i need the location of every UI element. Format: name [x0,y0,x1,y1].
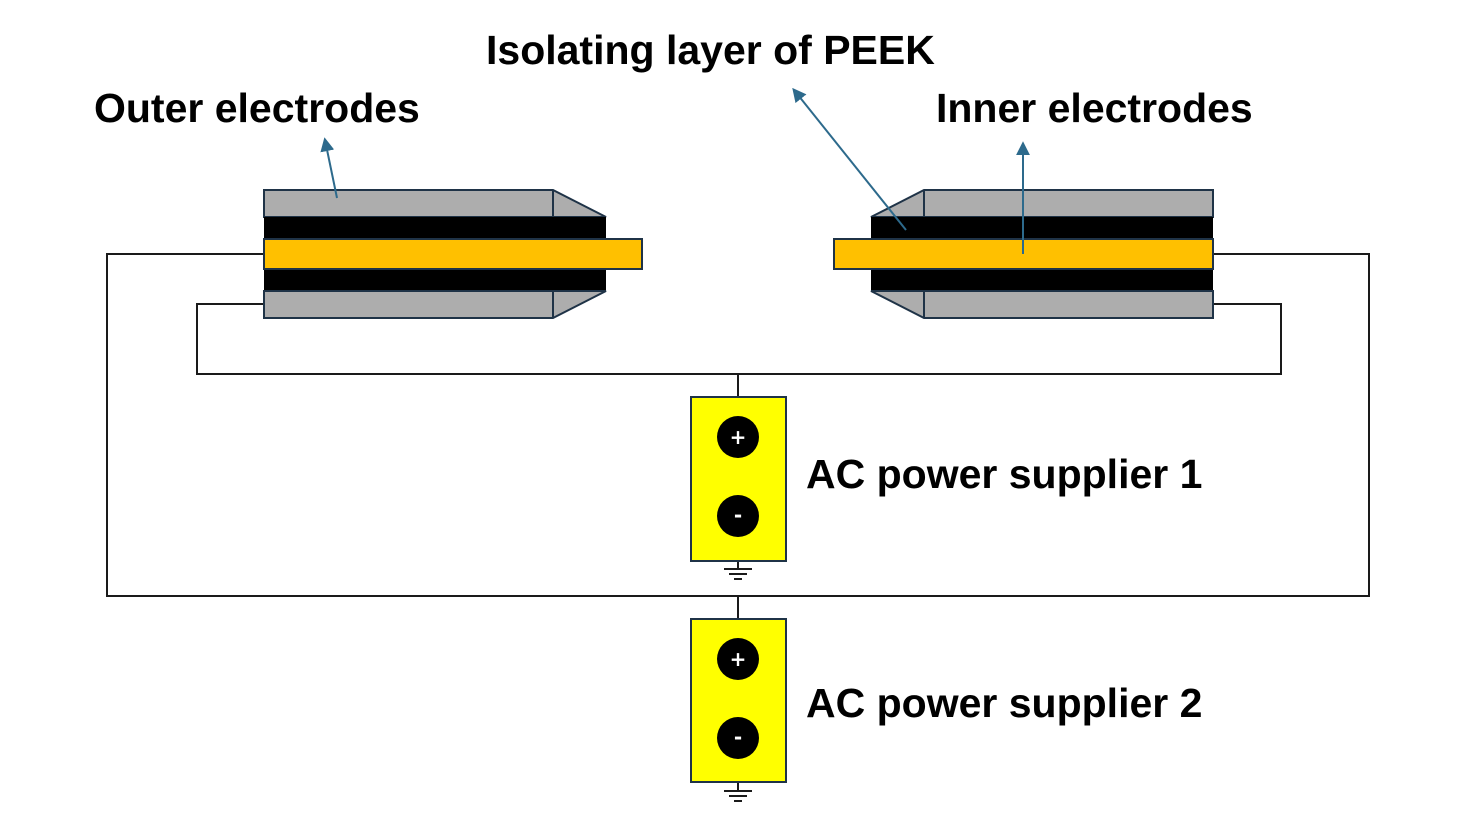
label-ac-power-supplier-2: AC power supplier 2 [806,680,1202,726]
ac-power-supplier-1: + - [690,396,787,580]
supply1-plus-symbol: + [730,425,747,449]
supply1-minus-symbol: - [734,503,742,527]
supply2-minus-symbol: - [734,725,742,749]
right-insulator-bottom [871,269,1213,291]
label-inner-electrodes: Inner electrodes [936,85,1253,131]
supply1-plus-terminal [717,416,759,458]
left-inner-electrode [263,238,643,270]
supply2-plus-symbol: + [730,647,747,671]
arrow-isolating-layer [792,87,907,231]
circuit-wires [106,253,1370,790]
arrow-outer-electrodes [320,137,338,199]
supply2-plus-terminal [717,638,759,680]
ac-power-supplier-2: + - [690,618,787,802]
label-ac-power-supplier-1: AC power supplier 1 [806,451,1202,497]
supply2-ground-icon [724,790,752,802]
pointer-arrows [320,87,1030,254]
left-outer-electrode-top [263,189,607,218]
supply2-minus-terminal [717,717,759,759]
right-outer-electrode-top [870,189,1214,218]
label-outer-electrodes: Outer electrodes [94,85,420,131]
left-outer-electrode-bottom [263,290,607,319]
left-insulator-bottom [264,269,606,291]
right-insulator-top [871,217,1213,239]
left-insulator-top [264,217,606,239]
supply1-ground-icon [724,568,752,580]
supply1-minus-terminal [717,495,759,537]
left-electrode-assembly [263,189,643,319]
label-isolating-layer: Isolating layer of PEEK [486,27,935,73]
right-outer-electrode-bottom [870,290,1214,319]
